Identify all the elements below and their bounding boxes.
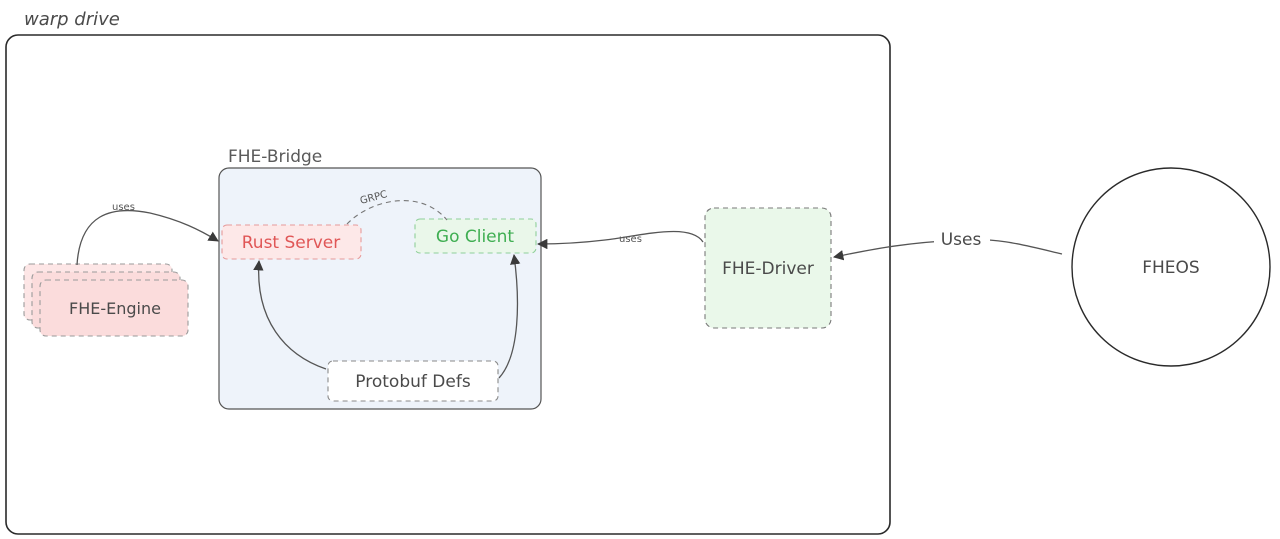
edge-rust-go-grpc [346, 200, 448, 225]
go-client-label: Go Client [436, 227, 515, 247]
edge-protobuf-to-rust [253, 259, 327, 370]
warp-drive-frame [5, 34, 891, 535]
edge-engine-to-rust-label: uses [112, 202, 135, 213]
fheos-label: FHEOS [1142, 258, 1199, 278]
edge-protobuf-to-go [498, 253, 521, 379]
rust-server-label: Rust Server [242, 233, 341, 253]
fhe-engine-label: FHE-Engine [69, 299, 161, 318]
fhe-engine-node[interactable]: FHE-Engine [23, 263, 189, 337]
fheos-node[interactable]: FHEOS [1071, 167, 1271, 367]
group-label: FHE-Bridge [228, 147, 322, 167]
fhe-driver-node[interactable]: FHE-Driver [704, 207, 832, 329]
protobuf-defs-label: Protobuf Defs [355, 372, 471, 392]
edge-fheos-to-driver-label: Uses [941, 230, 982, 250]
edge-driver-to-go [536, 230, 704, 250]
edge-fheos-label-bg [934, 228, 990, 248]
edge-driver-to-go-label: uses [619, 234, 642, 245]
diagram-title: warp drive [24, 9, 120, 30]
edge-engine-to-rust [76, 209, 219, 266]
protobuf-defs-node[interactable]: Protobuf Defs [327, 360, 499, 402]
go-client-node[interactable]: Go Client [414, 218, 537, 254]
fhe-driver-label: FHE-Driver [722, 259, 814, 279]
rust-server-node[interactable]: Rust Server [221, 224, 362, 260]
